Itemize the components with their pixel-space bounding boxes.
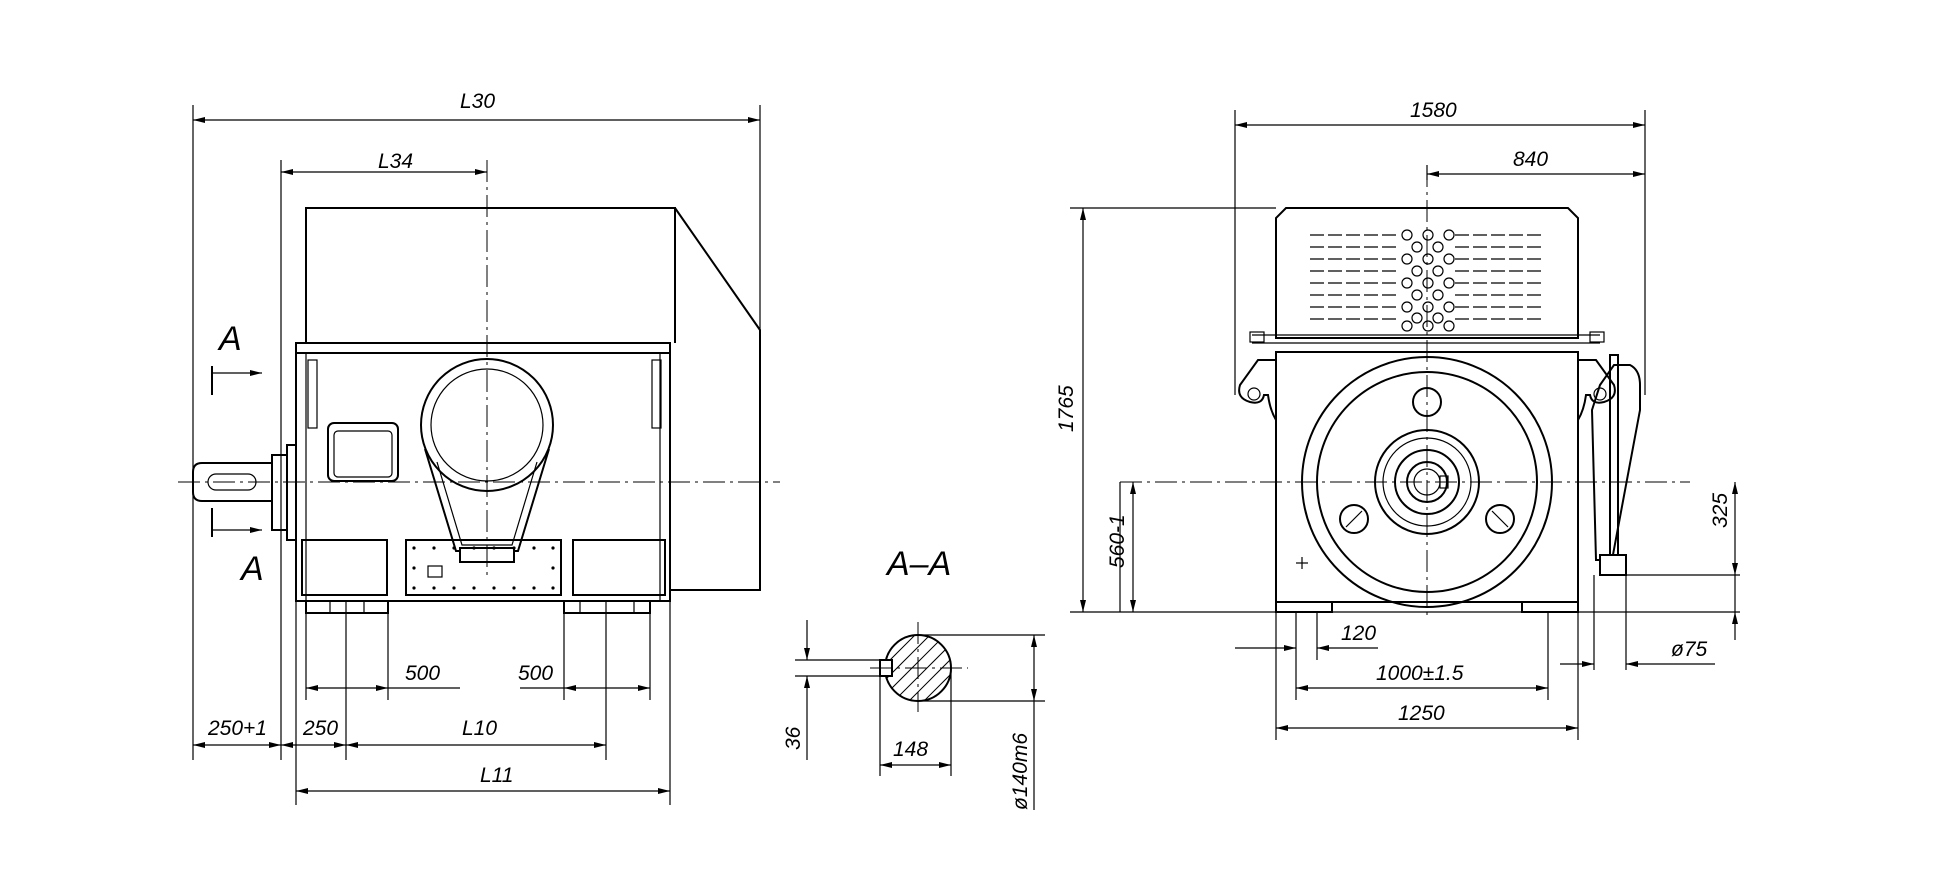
dim-d75: ø75 [1671,638,1708,661]
bolt-right [1485,504,1515,534]
section-marker-bottom: A [239,550,264,588]
dim-36: 36 [782,726,805,750]
bearing-shield [286,444,297,541]
dim-1250: 1250 [1398,702,1445,725]
end-cover [670,207,761,591]
shaft-collar [271,454,288,531]
plate-left [301,539,388,596]
dim-560: 560-1 [1106,514,1129,568]
dim-500-right: 500 [518,662,553,685]
dim-250: 250 [302,717,338,740]
dim-1000: 1000±1.5 [1376,662,1464,685]
top-enclosure [305,207,676,343]
dim-diameter: ø140m6 [1009,733,1032,810]
nameplate-rivets [412,546,555,590]
section-title: A–A [885,545,951,583]
bolt-left [1339,504,1369,534]
dim-l34: L34 [378,150,413,173]
dim-l30: L30 [460,90,495,113]
dim-120: 120 [1341,622,1376,645]
slot-right [651,359,662,429]
side-view: A A L30 L34 500 500 250+1 250 [178,90,780,805]
front-foot-right [1521,601,1579,613]
lifting-lug-left [1238,359,1277,421]
dim-325: 325 [1709,493,1732,528]
slot-left [307,359,318,429]
dim-148: 148 [893,738,928,761]
inspection-window [327,422,399,482]
foot-right [563,600,651,614]
front-view: 1580 840 1765 560-1 325 120 1000±1.5 125… [1055,99,1740,740]
dim-250-tol: 250+1 [207,717,267,740]
front-top-enclosure [1275,207,1579,339]
plate-right [572,539,666,596]
dim-1765: 1765 [1055,385,1078,432]
dim-l11: L11 [480,764,513,787]
dim-840: 840 [1513,148,1548,171]
foot-left [305,600,389,614]
section-a-a: A–A 36 148 ø140 [782,545,1045,810]
dim-500-left: 500 [405,662,440,685]
dim-1580: 1580 [1410,99,1457,122]
side-terminal [1590,364,1641,561]
nameplate [405,539,562,596]
bolt-grid [1401,229,1455,332]
dim-l10: L10 [462,717,497,740]
section-marker-top: A [217,320,242,358]
vent-lines [1310,234,1545,320]
front-foot-left [1275,601,1333,613]
